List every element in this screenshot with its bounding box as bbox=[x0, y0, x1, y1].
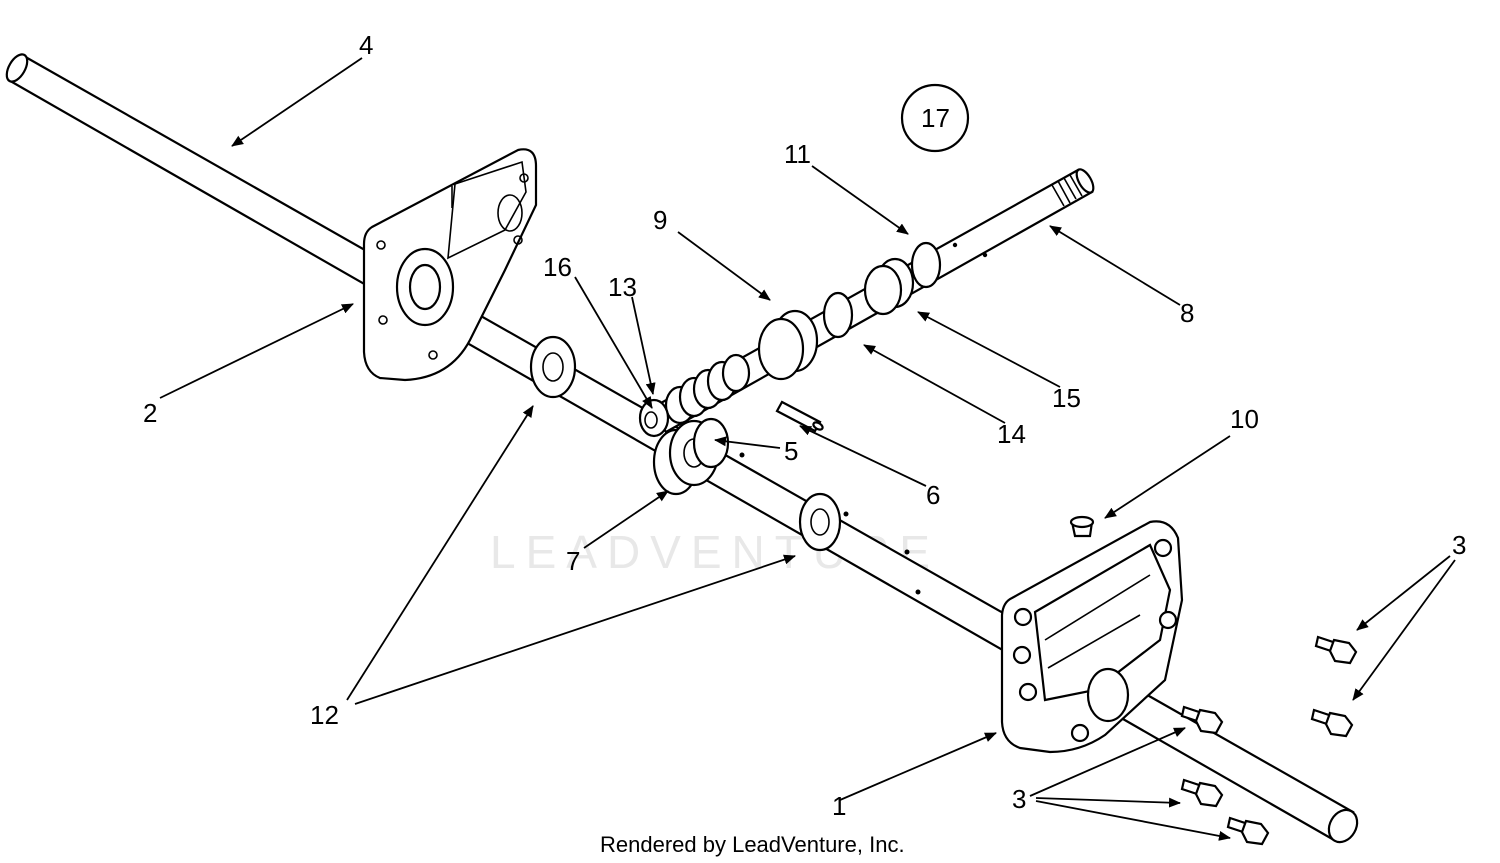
callout-11: 11 bbox=[784, 139, 811, 169]
leader-lines bbox=[159, 57, 1456, 841]
callout-16: 16 bbox=[543, 252, 572, 282]
callout-3-upper: 3 bbox=[1452, 530, 1466, 560]
callout-1: 1 bbox=[832, 791, 846, 821]
bearing-9 bbox=[757, 309, 819, 381]
callout-5: 5 bbox=[784, 436, 798, 466]
washer-14 bbox=[822, 291, 854, 339]
callout-14: 14 bbox=[997, 419, 1026, 449]
callout-7: 7 bbox=[566, 546, 580, 576]
callout-10: 10 bbox=[1230, 404, 1259, 434]
callout-3-lower: 3 bbox=[1012, 784, 1026, 814]
callout-9: 9 bbox=[653, 205, 667, 235]
reference-circle bbox=[900, 83, 970, 153]
callout-4: 4 bbox=[359, 30, 373, 60]
right-gear-housing bbox=[1000, 520, 1184, 754]
shaft-collar bbox=[638, 398, 670, 438]
worm-gear bbox=[664, 353, 751, 425]
callout-13: 13 bbox=[608, 272, 637, 302]
thrust-washer-left bbox=[529, 335, 577, 399]
bearing-15 bbox=[863, 257, 915, 316]
bolt bbox=[1226, 816, 1270, 846]
callout-2: 2 bbox=[143, 398, 157, 428]
bolt bbox=[1180, 705, 1224, 735]
roll-pin bbox=[775, 400, 824, 433]
callout-6: 6 bbox=[926, 480, 940, 510]
axle-washer bbox=[692, 417, 730, 469]
thrust-washer-right bbox=[798, 492, 842, 552]
vent-plug bbox=[1069, 515, 1095, 538]
callout-12: 12 bbox=[310, 700, 339, 730]
callout-8: 8 bbox=[1180, 298, 1194, 328]
left-housing-plate bbox=[362, 148, 538, 382]
footer-credit: Rendered by LeadVenture, Inc. bbox=[600, 832, 905, 857]
bolt bbox=[1314, 635, 1358, 665]
bolt bbox=[1180, 778, 1224, 808]
washer-11 bbox=[910, 241, 942, 289]
callout-17: 17 bbox=[921, 103, 950, 133]
callout-15: 15 bbox=[1052, 383, 1081, 413]
bolt bbox=[1310, 708, 1354, 738]
